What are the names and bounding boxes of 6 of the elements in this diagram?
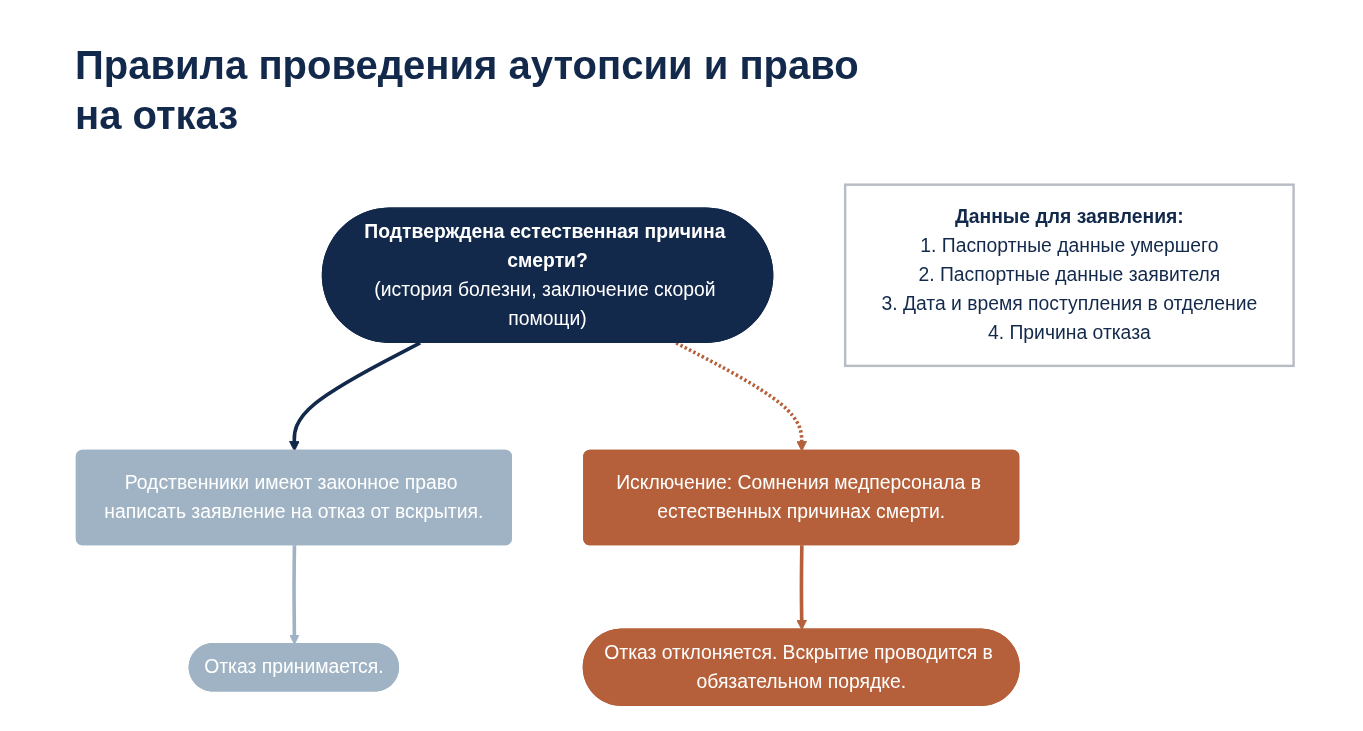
arrow	[289, 341, 421, 452]
title: Правила проведения аутопсии и право на отказ	[75, 42, 860, 139]
arrow	[289, 545, 300, 645]
node-box: Данные для заявления: 1. Паспортные данные умершего 2. Паспортные данные заявителя 3. Дата и время поступления в отделение 4. Причина отказа	[843, 183, 1295, 368]
arrow	[796, 545, 808, 631]
arrow	[675, 341, 808, 452]
